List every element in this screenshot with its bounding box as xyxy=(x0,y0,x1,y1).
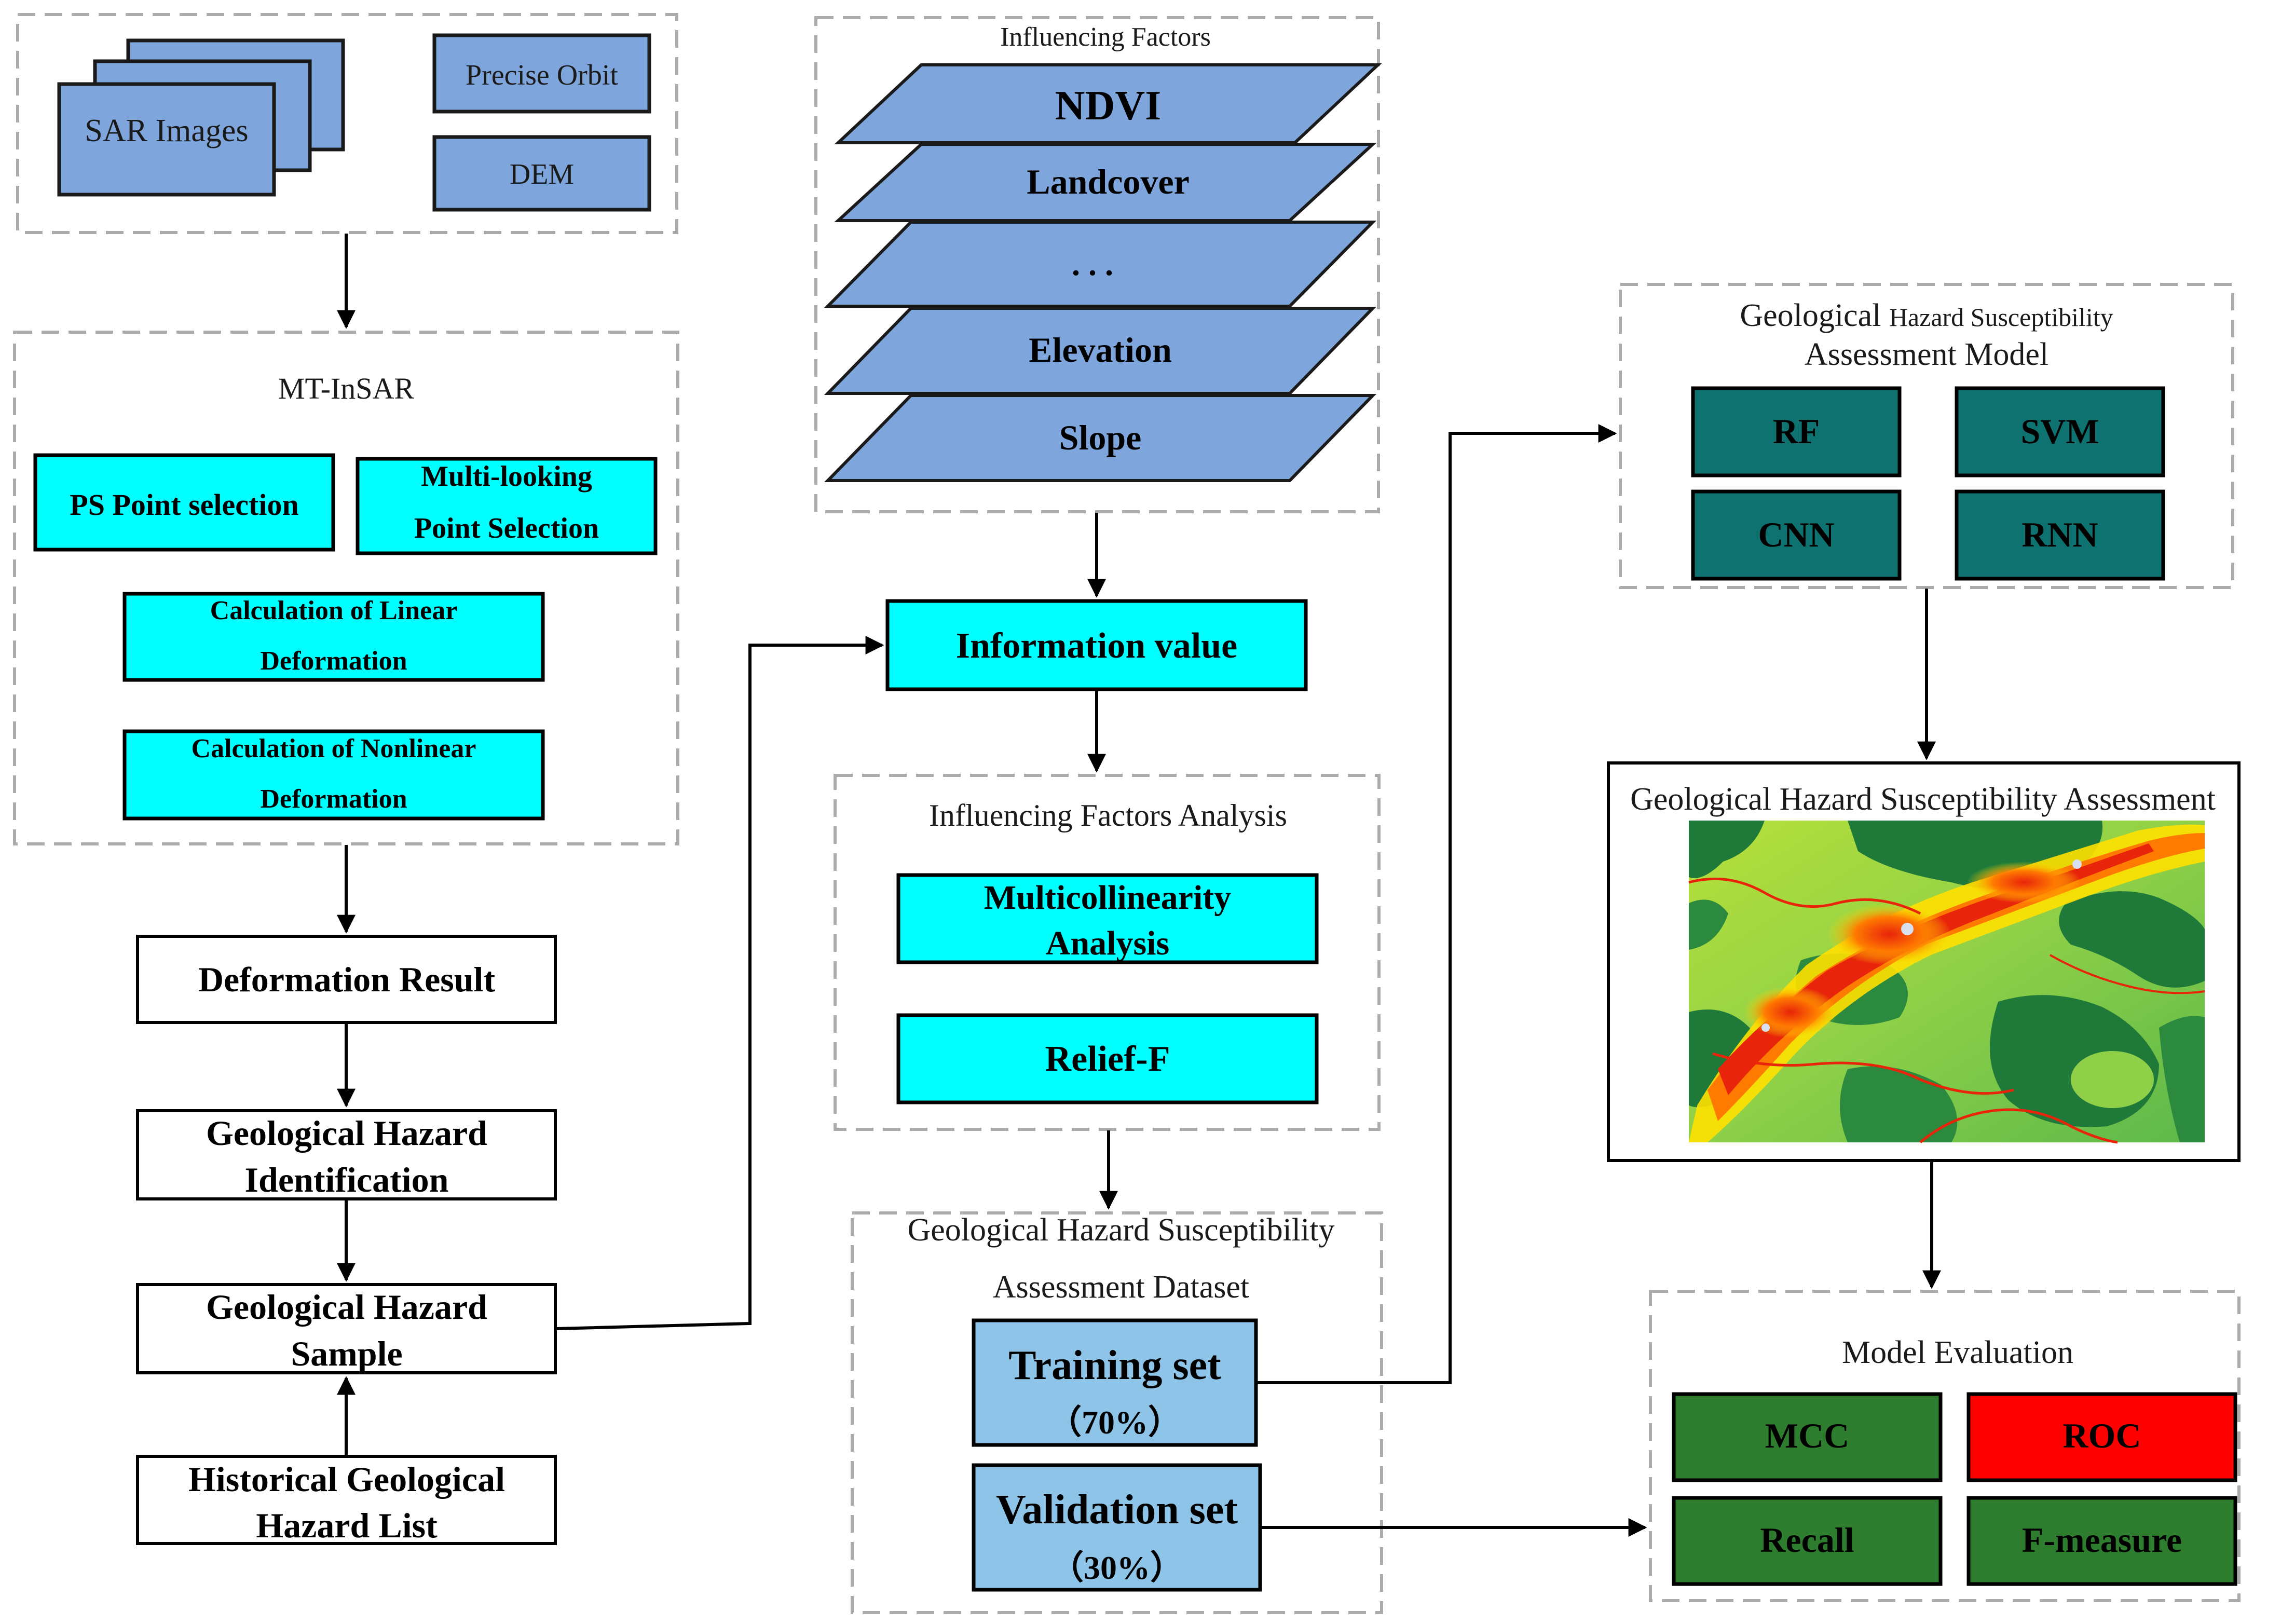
model-title-small: Hazard Susceptibility xyxy=(1889,303,2113,332)
ellipsis-layer-label: . . . xyxy=(1072,245,1113,282)
model-title-line1: Geological Hazard Susceptibility xyxy=(1740,298,2113,333)
hazard-identification-line1: Geological Hazard xyxy=(206,1113,487,1153)
dataset-group xyxy=(851,1211,1383,1614)
nonlinear-deformation-line1: Calculation of Nonlinear xyxy=(192,734,476,763)
rf-label: RF xyxy=(1773,412,1820,451)
nonlinear-deformation-box xyxy=(122,729,545,821)
influencing-factors-title: Influencing Factors xyxy=(1000,22,1211,52)
linear-deformation-box xyxy=(122,592,545,682)
nonlinear-deformation-line2: Deformation xyxy=(260,784,407,814)
elevation-layer xyxy=(824,307,1377,395)
cnn-label: CNN xyxy=(1758,515,1834,554)
training-set-label: Training set xyxy=(1008,1343,1221,1388)
ps-point-selection-box xyxy=(33,453,335,552)
recall-label: Recall xyxy=(1760,1520,1854,1560)
model-title-big: Geological xyxy=(1740,298,1889,333)
sar-images-label: SAR Images xyxy=(85,113,248,148)
training-set-percent: （70%） xyxy=(1048,1404,1181,1441)
ndvi-layer-label: NDVI xyxy=(1055,83,1161,129)
connectors xyxy=(337,234,1941,1537)
validation-set-label: Validation set xyxy=(996,1487,1238,1533)
hazard-sample-box xyxy=(136,1283,557,1374)
multilooking-label-line1: Multi-looking xyxy=(421,460,592,493)
influencing-factors-group xyxy=(814,16,1380,513)
rf-box xyxy=(1691,386,1902,477)
susceptibility-assessment-title: Geological Hazard Susceptibility Assessm… xyxy=(1630,782,2216,817)
susceptibility-map xyxy=(1688,821,2205,1144)
precise-orbit-box xyxy=(432,33,651,114)
multicollinearity-line2: Analysis xyxy=(1046,924,1169,962)
historical-hazard-list-line1: Historical Geological xyxy=(188,1459,505,1499)
slope-layer xyxy=(824,394,1377,482)
svm-label: SVM xyxy=(2020,412,2099,451)
mcc-label: MCC xyxy=(1765,1416,1849,1455)
input-data-group xyxy=(16,13,678,234)
slope-layer-label: Slope xyxy=(1059,418,1142,457)
model-group xyxy=(1619,283,2234,589)
dem-box xyxy=(432,135,651,212)
validation-set-box xyxy=(972,1463,1262,1592)
mtinsar-title: MT-InSAR xyxy=(278,372,414,405)
mtinsar-group xyxy=(13,331,679,845)
relief-f-box xyxy=(896,1013,1319,1104)
mcc-box xyxy=(1672,1392,1943,1482)
arrow-training-to-model xyxy=(1257,424,1617,1384)
information-value-box xyxy=(885,599,1308,691)
linear-deformation-line2: Deformation xyxy=(260,646,407,676)
multicollinearity-box xyxy=(896,873,1319,964)
deformation-result-box xyxy=(136,935,557,1024)
factors-analysis-title: Influencing Factors Analysis xyxy=(929,798,1287,833)
rnn-label: RNN xyxy=(2022,515,2098,554)
relief-f-label: Relief-F xyxy=(1045,1039,1170,1079)
roc-box xyxy=(1966,1392,2237,1482)
deformation-result-label: Deformation Result xyxy=(198,960,496,999)
linear-deformation-line1: Calculation of Linear xyxy=(210,596,458,625)
elevation-layer-label: Elevation xyxy=(1029,330,1172,370)
hazard-sample-line1: Geological Hazard xyxy=(206,1287,487,1327)
ellipsis-layer xyxy=(824,221,1377,308)
training-set-box xyxy=(972,1318,1258,1447)
roc-label: ROC xyxy=(2063,1416,2141,1455)
hazard-identification-line2: Identification xyxy=(245,1160,449,1199)
rnn-box xyxy=(1955,489,2165,581)
dem-label: DEM xyxy=(510,158,574,190)
multilooking-label-line2: Point Selection xyxy=(414,512,599,544)
svm-box xyxy=(1955,386,2165,477)
sar-images-box xyxy=(57,82,276,197)
f-measure-box xyxy=(1966,1496,2237,1586)
cnn-box xyxy=(1691,489,1902,581)
multicollinearity-line1: Multicollinearity xyxy=(984,879,1232,917)
recall-box xyxy=(1672,1496,1943,1586)
validation-set-percent: （30%） xyxy=(1050,1549,1183,1586)
arrow-sample-to-information-value xyxy=(556,636,884,1330)
historical-hazard-list-line2: Hazard List xyxy=(256,1506,438,1545)
landcover-layer-label: Landcover xyxy=(1027,162,1190,201)
dataset-title-line2: Assessment Dataset xyxy=(993,1270,1249,1305)
hazard-identification-box xyxy=(136,1109,557,1200)
hazard-sample-line2: Sample xyxy=(291,1334,402,1373)
dataset-title-line1: Geological Hazard Susceptibility xyxy=(908,1212,1335,1248)
model-title-line2: Assessment Model xyxy=(1805,337,2048,372)
information-value-label: Information value xyxy=(956,626,1238,666)
f-measure-label: F-measure xyxy=(2022,1520,2182,1560)
model-evaluation-group xyxy=(1649,1290,2241,1602)
factors-analysis-group xyxy=(834,774,1381,1131)
precise-orbit-label: Precise Orbit xyxy=(466,59,618,91)
multilooking-point-selection-box xyxy=(356,457,658,555)
model-evaluation-title: Model Evaluation xyxy=(1842,1335,2073,1370)
ps-point-selection-label: PS Point selection xyxy=(70,488,298,522)
